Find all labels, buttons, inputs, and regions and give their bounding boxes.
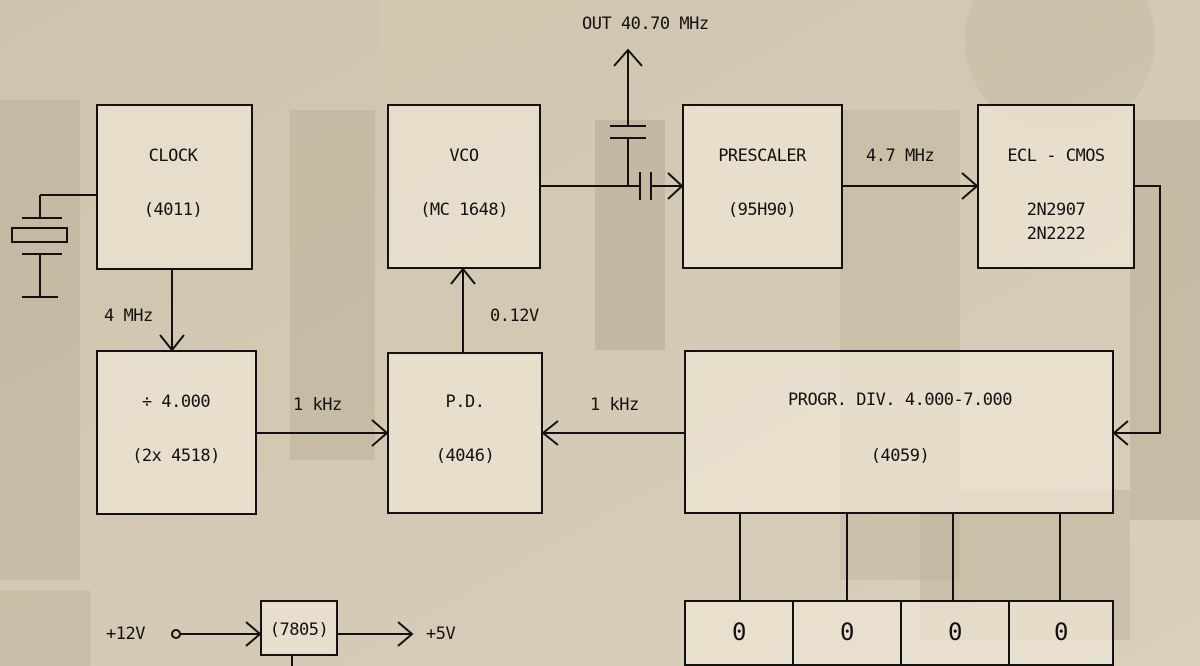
prog-out-label: 1 kHz <box>590 395 639 415</box>
ecl-cmos-block <box>977 104 1135 269</box>
vin-label: +12V <box>106 624 145 644</box>
progr-div-label: PROGR. DIV. 4.000-7.000 <box>788 390 1012 410</box>
switch-4[interactable] <box>1008 600 1114 666</box>
ecl-cmos-part2: 2N2222 <box>1026 224 1086 244</box>
ecl-cmos-part1: 2N2907 <box>1026 200 1086 220</box>
vout-label: +5V <box>426 624 456 644</box>
prescaler-block <box>682 104 843 269</box>
clock-label: CLOCK <box>148 146 198 166</box>
clock-part: (4011) <box>143 200 203 220</box>
switch-2-value: 0 <box>840 618 854 646</box>
divider-part: (2x 4518) <box>132 446 220 466</box>
switch-3-value: 0 <box>948 618 962 646</box>
progr-div-block <box>684 350 1114 514</box>
switch-2[interactable] <box>792 600 902 666</box>
crystal-symbol <box>11 194 96 298</box>
prescaler-label: PRESCALER <box>718 146 806 166</box>
ecl-cmos-label: ECL - CMOS <box>1007 146 1105 166</box>
clock-block <box>96 104 253 270</box>
vco-part: (MC 1648) <box>420 200 508 220</box>
clock-freq-label: 4 MHz <box>104 306 153 326</box>
switch-1[interactable] <box>684 600 794 666</box>
divider-label: ÷ 4.000 <box>141 392 211 412</box>
prescaler-out-label: 4.7 MHz <box>866 146 935 166</box>
pd-label: P.D. <box>445 392 485 412</box>
pd-block <box>387 352 543 514</box>
vco-block <box>387 104 541 269</box>
progr-div-part: (4059) <box>870 446 930 466</box>
div-out-label: 1 kHz <box>293 395 342 415</box>
prescaler-part: (95H90) <box>727 200 797 220</box>
switch-4-value: 0 <box>1054 618 1068 646</box>
control-voltage-label: 0.12V <box>490 306 539 326</box>
regulator-part: (7805) <box>269 620 329 640</box>
switch-1-value: 0 <box>732 618 746 646</box>
regulator-block <box>260 600 338 656</box>
divider-block <box>96 350 257 515</box>
pd-part: (4046) <box>435 446 495 466</box>
out-label: OUT 40.70 MHz <box>582 14 709 34</box>
vco-label: VCO <box>449 146 479 166</box>
